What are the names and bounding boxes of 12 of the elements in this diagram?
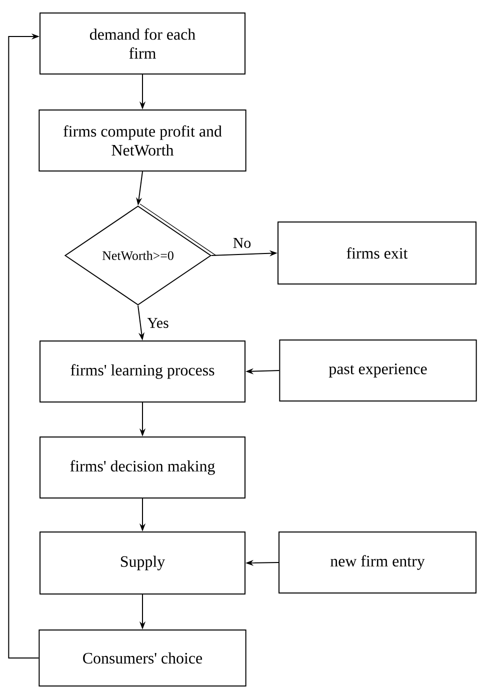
process-box: firms exit xyxy=(278,222,476,284)
process-box: Consumers' choice xyxy=(38,630,246,686)
process-box: firms compute profit and NetWorth xyxy=(38,110,246,172)
process-box: firms' decision making xyxy=(40,436,246,498)
edge-label: No xyxy=(232,237,252,249)
edge-label: Yes xyxy=(146,317,170,329)
process-box: new firm entry xyxy=(278,532,476,594)
process-box: demand for each firm xyxy=(40,12,246,74)
process-box: past experience xyxy=(279,340,477,402)
process-box: Supply xyxy=(40,532,246,594)
arrow xyxy=(8,33,40,658)
process-box: firms' learning process xyxy=(40,340,246,402)
